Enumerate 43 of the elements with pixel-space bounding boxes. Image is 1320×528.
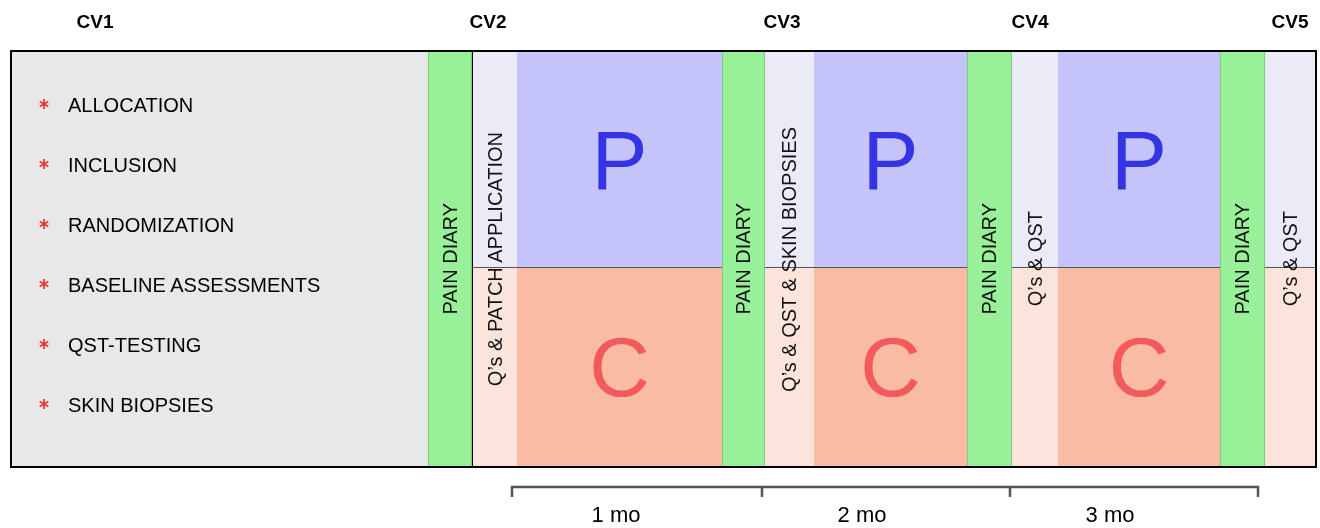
- band-label: PAIN DIARY: [438, 203, 462, 315]
- assessment-column: [765, 52, 814, 466]
- band-label: Q’s & QST: [1023, 211, 1047, 307]
- group-letter: P: [1111, 117, 1167, 202]
- visit-label: CV2: [469, 11, 507, 33]
- list-item: SKIN BIOPSIES: [68, 394, 214, 417]
- list-item: BASELINE ASSESSMENTS: [68, 274, 321, 297]
- band-label: PAIN DIARY: [978, 203, 1001, 315]
- group-letter: P: [591, 117, 648, 202]
- diary-band: [1220, 52, 1265, 466]
- band-label: Q’s & QST & SKIN BIOPSIES: [778, 126, 801, 392]
- list-panel: [12, 52, 428, 466]
- assessment-column: [472, 52, 517, 466]
- group-block: [1058, 52, 1220, 268]
- duration-label: 3 mo: [1085, 502, 1135, 528]
- band-label: Q’s & PATCH APPLICATION: [483, 131, 507, 387]
- assessment-column: [1265, 52, 1315, 466]
- group-letter: C: [1108, 325, 1170, 409]
- diary-band: [722, 52, 765, 466]
- group-block: [517, 268, 722, 466]
- group-block: [814, 52, 967, 268]
- duration-label: 2 mo: [837, 502, 887, 528]
- diary-band: [967, 52, 1012, 466]
- list-item: ALLOCATION: [68, 94, 194, 117]
- group-block: [517, 52, 722, 268]
- band-label: PAIN DIARY: [1231, 203, 1254, 315]
- band-label: Q’s & QST: [1278, 211, 1302, 307]
- list-item: RANDOMIZATION: [68, 214, 235, 237]
- list-item: INCLUSION: [68, 154, 177, 177]
- band-label: PAIN DIARY: [732, 203, 755, 315]
- visit-label: CV4: [1011, 11, 1049, 33]
- visit-label: CV1: [76, 11, 114, 33]
- diary-band: [428, 52, 472, 466]
- list-item: QST-TESTING: [68, 334, 202, 357]
- group-letter: P: [862, 117, 919, 202]
- group-letter: C: [589, 325, 650, 409]
- visit-label: CV3: [763, 11, 801, 33]
- group-block: [814, 268, 967, 466]
- duration-label: 1 mo: [591, 502, 641, 528]
- visit-label: CV5: [1271, 11, 1309, 33]
- group-block: [1058, 268, 1220, 466]
- assessment-column: [1012, 52, 1058, 466]
- group-letter: C: [860, 325, 921, 409]
